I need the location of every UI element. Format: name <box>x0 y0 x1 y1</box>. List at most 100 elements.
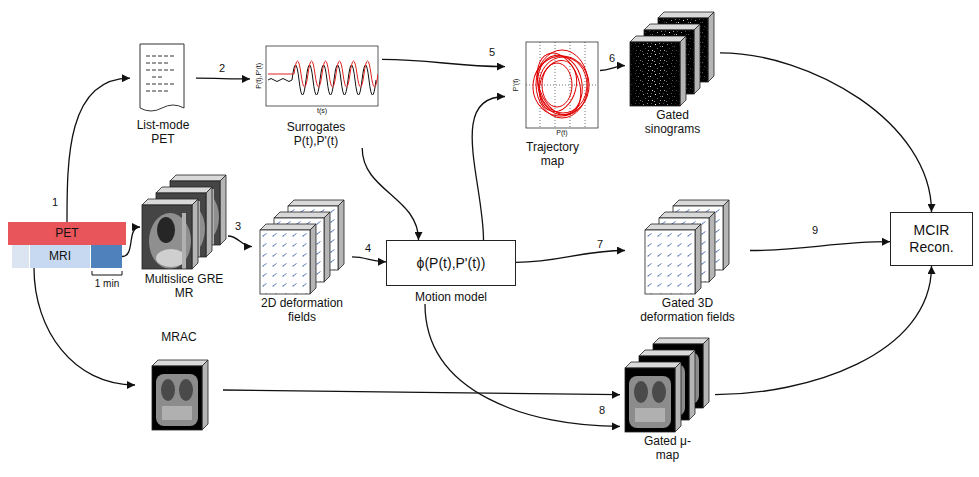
flow-arrow <box>34 268 135 385</box>
caption: Gated μ-map <box>638 434 698 462</box>
flow-arrow <box>196 78 250 80</box>
deformation-field-stack-part <box>260 224 316 294</box>
trajectory-plot-part-part <box>542 63 572 107</box>
spacer <box>625 195 750 296</box>
sinogram-stack-part <box>630 36 686 106</box>
flow-arrow <box>228 236 252 247</box>
caption: Multislice GRE MR <box>144 272 224 300</box>
trajectory-plot-part-part <box>529 47 588 121</box>
signal-plot: Surrogates P(t),P'(t) <box>250 40 382 148</box>
spacer <box>620 335 715 434</box>
attenuation-map-stack <box>625 338 709 432</box>
deformation-field-stack-part <box>645 224 701 294</box>
box-label: MCIR Recon. <box>898 222 965 256</box>
axis-label: t(s) <box>317 107 327 115</box>
mr-slice-stack <box>142 175 226 269</box>
time-segment <box>12 245 30 268</box>
callout-number: 1 <box>52 196 58 208</box>
callout-number: 6 <box>609 52 615 64</box>
spacer <box>250 40 382 120</box>
spacer <box>252 195 352 296</box>
caption: MRAC <box>137 330 221 344</box>
trajectory-plot <box>526 42 598 128</box>
signal-plot-part <box>268 61 378 95</box>
caption: Gated sinograms <box>633 108 713 136</box>
flow-arrow <box>715 266 932 395</box>
image-stack: Gated μ-map <box>620 335 715 462</box>
process-box: MCIR Recon. <box>890 212 973 266</box>
spacer <box>130 40 196 118</box>
spacer <box>505 38 600 140</box>
axis-label: P'(t) <box>512 79 520 92</box>
flow-arrow <box>425 304 620 426</box>
document-icon-part <box>140 44 184 111</box>
callout-number: 7 <box>597 238 603 250</box>
mr-slice-stack-part <box>142 199 198 269</box>
spacer <box>135 344 223 430</box>
caption: 2D deformation fields <box>256 296 348 324</box>
signal-plot-part <box>266 46 378 106</box>
caption: Trajectory map <box>518 140 588 168</box>
callout-number: 9 <box>812 224 818 236</box>
spacer <box>140 172 228 272</box>
bar-label: MRI <box>30 245 90 268</box>
callout-number: 4 <box>365 242 371 254</box>
flow-arrow <box>600 66 625 71</box>
flow-arrow <box>352 257 386 262</box>
model-outline: ϕ(P(t),P'(t)) <box>386 240 516 286</box>
pet-bar: PET <box>8 222 126 245</box>
mri-bar: MRI <box>12 245 122 268</box>
callout-number: 5 <box>489 46 495 58</box>
flow-arrow <box>67 78 130 222</box>
axis-label: P(t),P'(t) <box>255 63 263 89</box>
deformation-field-stack <box>645 200 729 294</box>
trajectory-plot-part-part <box>529 52 593 119</box>
flow-arrow <box>472 97 505 241</box>
deformation-field-stack <box>260 200 344 294</box>
trajectory-plot-part <box>529 47 593 121</box>
time-segment <box>90 245 122 268</box>
sinogram-stack <box>630 12 714 106</box>
axis-label: P(t) <box>556 129 567 137</box>
time-label: 1 min <box>95 278 119 289</box>
document-icon-part <box>146 56 176 91</box>
signal-plot <box>266 46 378 106</box>
time-bracket <box>92 271 122 275</box>
bar-label: PET <box>8 222 126 245</box>
image-stack: MRAC <box>135 330 223 430</box>
caption: Motion model <box>386 290 516 304</box>
flow-arrow <box>382 59 505 66</box>
flow-arrow <box>516 251 625 263</box>
flow-arrow <box>750 242 890 251</box>
model-box: ϕ(P(t),P'(t)) Motion model <box>386 240 516 304</box>
flow-arrow <box>720 53 932 212</box>
field-stack: Gated 3D deformation fields <box>625 195 750 324</box>
flow-arrow <box>362 148 418 240</box>
caption: Surrogates P(t),P'(t) <box>271 120 361 148</box>
callout-number: 3 <box>235 220 241 232</box>
trajectory-plot-part <box>526 42 598 128</box>
attenuation-map-part <box>152 360 208 430</box>
spacer <box>625 8 720 108</box>
trajectory-plot-part <box>526 42 598 128</box>
callout-number: 2 <box>219 62 225 74</box>
model-formula: ϕ(P(t),P'(t)) <box>417 255 486 272</box>
signal-plot-part-part <box>268 65 376 95</box>
field-stack: 2D deformation fields <box>252 195 352 324</box>
callout-number: 8 <box>599 404 605 416</box>
document-icon <box>140 44 184 111</box>
signal-plot-part-part <box>268 61 378 87</box>
attenuation-map-stack-part <box>625 362 681 432</box>
caption: Gated 3D deformation fields <box>630 296 745 324</box>
image-stack: Gated sinograms <box>625 8 720 136</box>
flow-arrow <box>223 390 620 395</box>
caption: List-mode PET <box>132 118 194 146</box>
data-icon: List-mode PET <box>130 40 196 146</box>
trajectory-plot: Trajectory map <box>505 38 600 168</box>
attenuation-map <box>152 360 208 430</box>
image-stack: Multislice GRE MR <box>140 172 228 300</box>
